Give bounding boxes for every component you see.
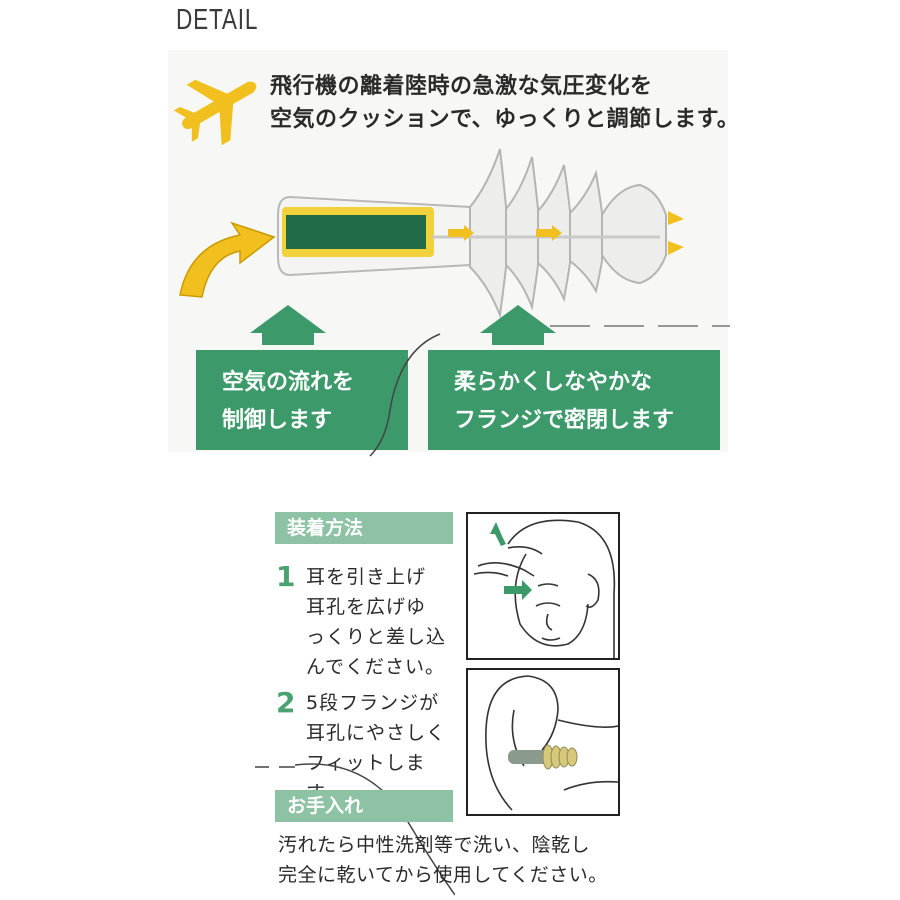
feature-box-flange: 柔らかくしなやかな フランジで密閉します [428, 350, 720, 450]
earplug-diagram [179, 148, 730, 345]
step-line: んでください。 [306, 656, 446, 678]
headline-line-1: 飛行機の離着陸時の急激な気圧変化を [270, 74, 653, 99]
step-line: 5段フランジが [306, 692, 440, 714]
detail-title: DETAIL [176, 4, 259, 36]
step-text: 耳を引き上げ 耳孔を広げゆ っくりと差し込 んでください。 [306, 562, 458, 682]
headline-line-2: 空気のクッションで、ゆっくりと調節します。 [270, 107, 740, 132]
feature-text: 制御します [222, 408, 333, 433]
care-text: 汚れたら中性洗剤等で洗い、陰乾し 完全に乾いてから使用してください。 [278, 830, 638, 890]
step-line: 耳孔を広げゆ [306, 596, 427, 618]
usage-label: 装着方法 [275, 512, 453, 544]
up-arrow-icon [480, 305, 556, 345]
outflow-arrow-icon [668, 211, 684, 255]
up-arrow-icon [250, 305, 326, 345]
step-line: っくりと差し込 [306, 626, 447, 648]
feature-box-airflow: 空気の流れを 制御します [196, 350, 408, 450]
feature-text: 柔らかくしなやかな [454, 370, 653, 395]
feature-text: 空気の流れを [222, 370, 355, 395]
ear-insertion-illustration [466, 512, 620, 660]
step-line: 耳孔にやさしく [306, 722, 447, 744]
push-arrow-icon [504, 580, 532, 600]
step-number: 2 [276, 686, 296, 719]
pull-arrow-icon [490, 522, 506, 546]
step-number: 1 [276, 560, 296, 593]
feature-text: フランジで密閉します [454, 408, 675, 433]
airflow-arrow-icon [179, 221, 276, 298]
headline: 飛行機の離着陸時の急激な気圧変化を 空気のクッションで、ゆっくりと調節します。 [270, 70, 740, 136]
care-line: 完全に乾いてから使用してください。 [278, 864, 608, 886]
connector-line [369, 333, 441, 457]
care-label: お手入れ [275, 790, 453, 822]
step-line: 耳を引き上げ [306, 566, 427, 588]
ear-fit-illustration [466, 668, 620, 816]
airplane-icon [173, 79, 257, 146]
earplug-icon [508, 744, 578, 770]
care-line: 汚れたら中性洗剤等で洗い、陰乾し [278, 834, 591, 856]
